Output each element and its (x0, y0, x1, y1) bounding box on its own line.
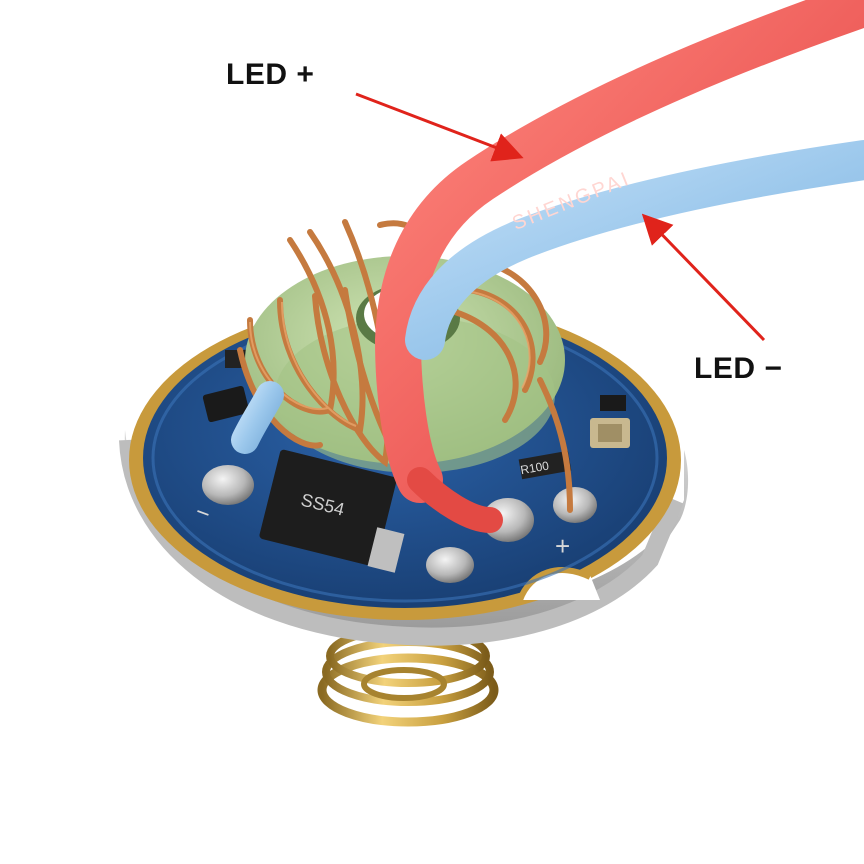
callout-led-minus: LED − (694, 352, 783, 385)
annotation-arrows (355, 92, 766, 342)
arrow-led-plus (355, 92, 524, 162)
pad-plus-mark: + (555, 531, 570, 561)
callout-led-plus: LED + (226, 58, 315, 91)
arrow-led-minus (641, 213, 766, 342)
components: R100 (202, 350, 630, 480)
resistor-marking: R100 (519, 458, 550, 477)
diode-ss54: SS54 (259, 449, 405, 573)
wires: SHENGPAI (231, 0, 864, 533)
